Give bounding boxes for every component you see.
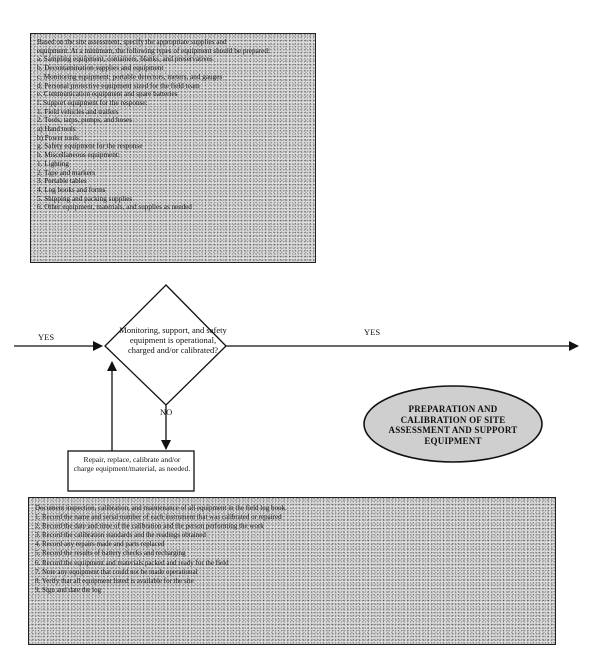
equipment-list-line: 3. Portable tables <box>37 177 87 186</box>
equipment-list-line: 1. Field vehicles and trailers <box>37 107 119 116</box>
equipment-list-line: 6. Other equipment, materials, and suppl… <box>37 203 192 212</box>
process-title: PREPARATION AND CALIBRATION OF SITE ASSE… <box>388 404 518 446</box>
equipment-list-line: 1. Lighting <box>37 159 69 168</box>
no-label: NO <box>160 407 173 417</box>
equipment-list-line: d. Personal protective equipment sized f… <box>37 81 200 90</box>
equipment-list-line: 2. Tape and markers <box>37 168 96 177</box>
documentation-list-line: 6. Record the equipment and materials pa… <box>35 558 229 567</box>
equipment-list-line: b) Power tools <box>37 133 79 142</box>
equipment-list-line: a) Hand tools <box>37 125 76 134</box>
equipment-list-line: h. Miscellaneous equipment: <box>37 151 120 160</box>
documentation-list-line: 7. Note any equipment that could not be … <box>35 567 198 576</box>
equipment-list-line: f. Support equipment for the response: <box>37 98 148 107</box>
documentation-list: Document inspection, calibration, and ma… <box>35 504 549 595</box>
equipment-list-line: equipment. At a minimum, the following t… <box>37 46 270 55</box>
equipment-list-line: Based on the site assessment, specify th… <box>37 38 227 46</box>
equipment-list-line: b. Decontamination supplies and equipmen… <box>37 64 164 73</box>
equipment-list-line: e. Communication equipment and spare bat… <box>37 90 178 99</box>
documentation-list-line: 2. Record the date and time of the calib… <box>35 522 264 531</box>
documentation-box: Document inspection, calibration, and ma… <box>28 497 556 645</box>
title-oval <box>363 385 543 463</box>
equipment-list-line: g. Safety equipment for the response <box>37 142 143 151</box>
yes-label-right: YES <box>364 327 381 337</box>
documentation-list-line: 9. Sign and date the log <box>35 585 102 594</box>
equipment-list-line: 5. Shipping and packing supplies <box>37 194 133 203</box>
documentation-list-line: 1. Record the name and serial number of … <box>35 513 282 522</box>
equipment-list-line: a. Sampling equipment, containers, blank… <box>37 55 213 64</box>
documentation-list-line: 5. Record the results of battery checks … <box>35 549 186 558</box>
repair-box <box>67 450 195 492</box>
documentation-list-line: 3. Record the calibration standards and … <box>35 531 206 540</box>
yes-label-left: YES <box>38 332 55 342</box>
equipment-list-line: 2. Tools, tarps, pumps, and hoses <box>37 116 132 125</box>
equipment-list-line: c. Monitoring equipment: portable detect… <box>37 72 223 81</box>
equipment-list: Based on the site assessment, specify th… <box>37 38 309 212</box>
equipment-list-box: Based on the site assessment, specify th… <box>30 33 316 263</box>
documentation-list-line: Document inspection, calibration, and ma… <box>35 504 287 512</box>
decision-text: Monitoring, support, and safety equipmen… <box>119 325 227 355</box>
documentation-list-line: 8. Verify that all equipment listed is a… <box>35 576 194 585</box>
repair-text: Repair, replace, calibrate and/or charge… <box>73 455 191 473</box>
equipment-list-line: 4. Log books and forms <box>37 185 106 194</box>
documentation-list-line: 4. Record any repairs made and parts rep… <box>35 540 165 549</box>
